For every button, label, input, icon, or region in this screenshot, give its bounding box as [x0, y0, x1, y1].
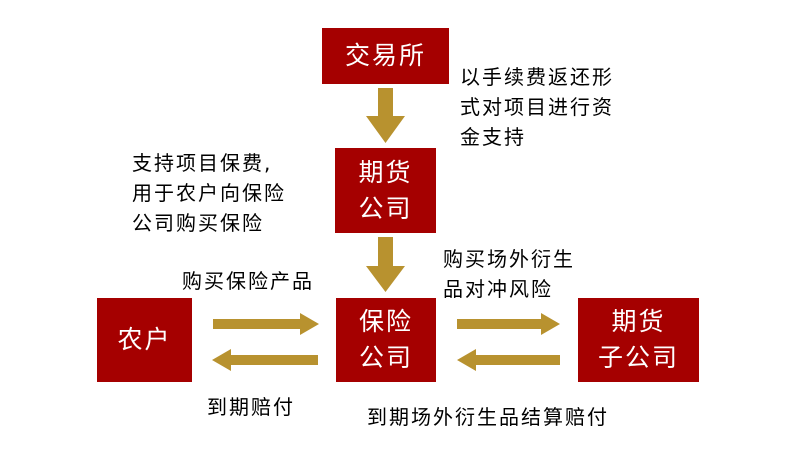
farmer-box: 农户: [97, 298, 192, 382]
buy-insurance-note-line-1: 购买保险产品: [182, 269, 314, 293]
futures-company-box-line-2: 公司: [358, 193, 413, 223]
exchange-box-line-1: 交易所: [344, 41, 426, 70]
arrow-right-insurance-to-subsidiary: [457, 313, 560, 335]
insurance-company-box-line-1: 保险: [358, 307, 413, 336]
exchange-support-note-line-2: 式对项目进行资: [460, 95, 614, 119]
futures-company-box: 期货 公司: [335, 148, 436, 233]
buy-otc-note-line-2: 品对冲风险: [443, 277, 553, 301]
futures-company-box-line-1: 期货: [358, 157, 413, 187]
exchange-support-note-line-1: 以手续费返还形: [460, 65, 614, 89]
futures-subsidiary-box-line-1: 期货: [611, 307, 666, 336]
futures-subsidiary-box-line-2: 子公司: [597, 343, 679, 372]
buy-otc-note: 购买场外衍生 品对冲风险: [443, 244, 575, 304]
premium-support-note-line-1: 支持项目保费,: [132, 151, 273, 175]
premium-support-note-line-2: 用于农户向保险: [132, 181, 286, 205]
insurance-company-box-line-2: 公司: [358, 343, 413, 372]
farmer-box-line-1: 农户: [117, 325, 172, 354]
exchange-support-note: 以手续费返还形 式对项目进行资 金支持: [460, 62, 614, 152]
arrow-left-insurance-to-farmer: [212, 349, 318, 371]
futures-subsidiary-box: 期货 子公司: [578, 298, 699, 382]
maturity-payout-note: 到期赔付: [207, 392, 295, 422]
exchange-box: 交易所: [322, 28, 449, 84]
premium-support-note: 支持项目保费, 用于农户向保险 公司购买保险: [132, 148, 286, 238]
arrow-right-farmer-to-insurance: [213, 313, 319, 335]
otc-settlement-note-line-1: 到期场外衍生品结算赔付: [367, 405, 609, 429]
arrow-left-subsidiary-to-insurance: [457, 349, 560, 371]
otc-settlement-note: 到期场外衍生品结算赔付: [367, 402, 609, 432]
insurance-company-box: 保险 公司: [336, 298, 436, 382]
buy-insurance-note: 购买保险产品: [182, 266, 314, 296]
premium-support-note-line-3: 公司购买保险: [132, 211, 264, 235]
buy-otc-note-line-1: 购买场外衍生: [443, 247, 575, 271]
arrow-down-futures-to-insurance: [366, 237, 405, 292]
exchange-support-note-line-3: 金支持: [460, 125, 526, 149]
arrow-down-exchange-to-futures: [366, 88, 405, 143]
maturity-payout-note-line-1: 到期赔付: [207, 395, 295, 419]
